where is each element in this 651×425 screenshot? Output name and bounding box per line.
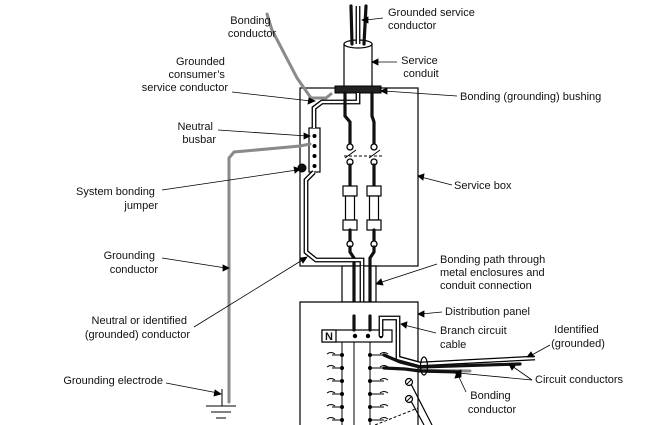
panel-bus-bars <box>341 314 372 425</box>
label-grounding-conductor: Grounding conductor <box>104 250 159 276</box>
label-identified-grounded: Identified (grounded) <box>551 324 605 350</box>
main-switch-conductors <box>343 91 382 188</box>
neutral-bar-letter: N <box>325 331 333 343</box>
label-neutral-busbar: Neutral busbar <box>177 121 216 146</box>
label-bonding-conductor-bottom: Bonding conductor <box>468 390 517 416</box>
label-circuit-conductors: Circuit conductors <box>535 374 624 386</box>
label-grounding-electrode: Grounding electrode <box>63 375 163 387</box>
incoming-service-conductors <box>349 4 368 46</box>
grounding-electrode-symbol <box>206 389 236 419</box>
service-conduit <box>343 39 373 89</box>
label-service-conduit: Service conduit <box>401 55 441 80</box>
system-bonding-jumper <box>297 163 307 173</box>
bonding-conductor-top <box>265 12 333 100</box>
leader-lines <box>161 16 551 397</box>
label-bonding-path: Bonding path through metal enclosures an… <box>440 254 548 292</box>
grounded-consumer-service-conductor <box>311 93 361 128</box>
label-system-bonding-jumper: System bonding jumper <box>76 186 158 212</box>
panel-bonding-screws <box>404 377 414 404</box>
conduit-dashes <box>374 383 433 425</box>
panel-neutral-bar <box>321 329 393 343</box>
grounding-conductor <box>227 142 312 404</box>
bonding-bushing <box>334 85 382 94</box>
service-fuses <box>342 185 382 231</box>
branch-circuit-cable <box>378 315 536 376</box>
label-bonding-bushing: Bonding (grounding) bushing <box>460 91 601 103</box>
label-service-box: Service box <box>454 180 512 192</box>
branch-breakers <box>326 352 389 422</box>
neutral-busbar-terminals <box>312 134 317 168</box>
label-neutral-identified: Neutral or identified (grounded) conduct… <box>85 315 191 341</box>
service-box <box>299 87 419 267</box>
label-grounded-consumer-service-conductor: Grounded consumer’s service conductor <box>142 56 229 94</box>
label-branch-circuit-cable: Branch circuit cable <box>440 325 510 351</box>
label-distribution-panel: Distribution panel <box>445 306 530 318</box>
label-grounded-service-conductor: Grounded service conductor <box>388 7 478 32</box>
label-bonding-conductor-top: Bonding conductor <box>228 15 277 40</box>
